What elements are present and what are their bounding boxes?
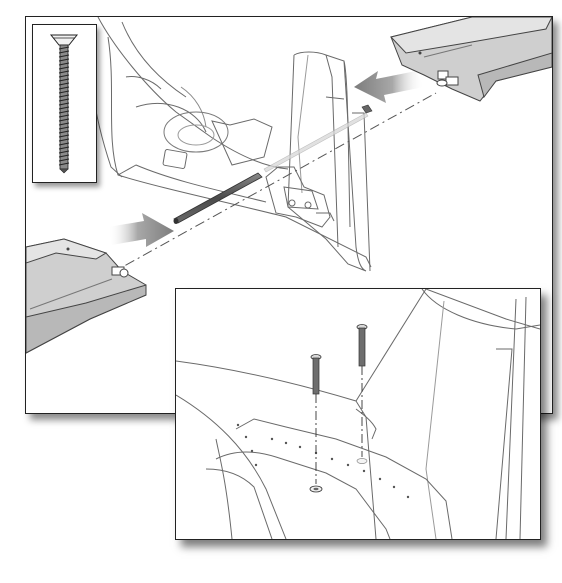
screw-detail-view [175,288,541,540]
mounting-screw-icon [49,34,79,174]
fuselage-detail [176,289,540,539]
stabilizer-tube [173,104,373,224]
screw-detail-drawing [176,289,540,539]
screw-thread [58,46,70,166]
left-horizontal-stabilizer [26,238,147,354]
assembly-axis [107,92,437,276]
vertical-fin [211,51,371,272]
insertion-arrow-left [108,213,174,247]
rivet-dots [236,423,410,499]
right-horizontal-stabilizer [390,17,552,102]
main-assembly-drawing [26,17,552,354]
mounting-screw-right [356,324,368,464]
mounting-screw-left [309,354,323,493]
screw-inset [32,24,97,183]
insertion-arrow-right [354,71,424,103]
